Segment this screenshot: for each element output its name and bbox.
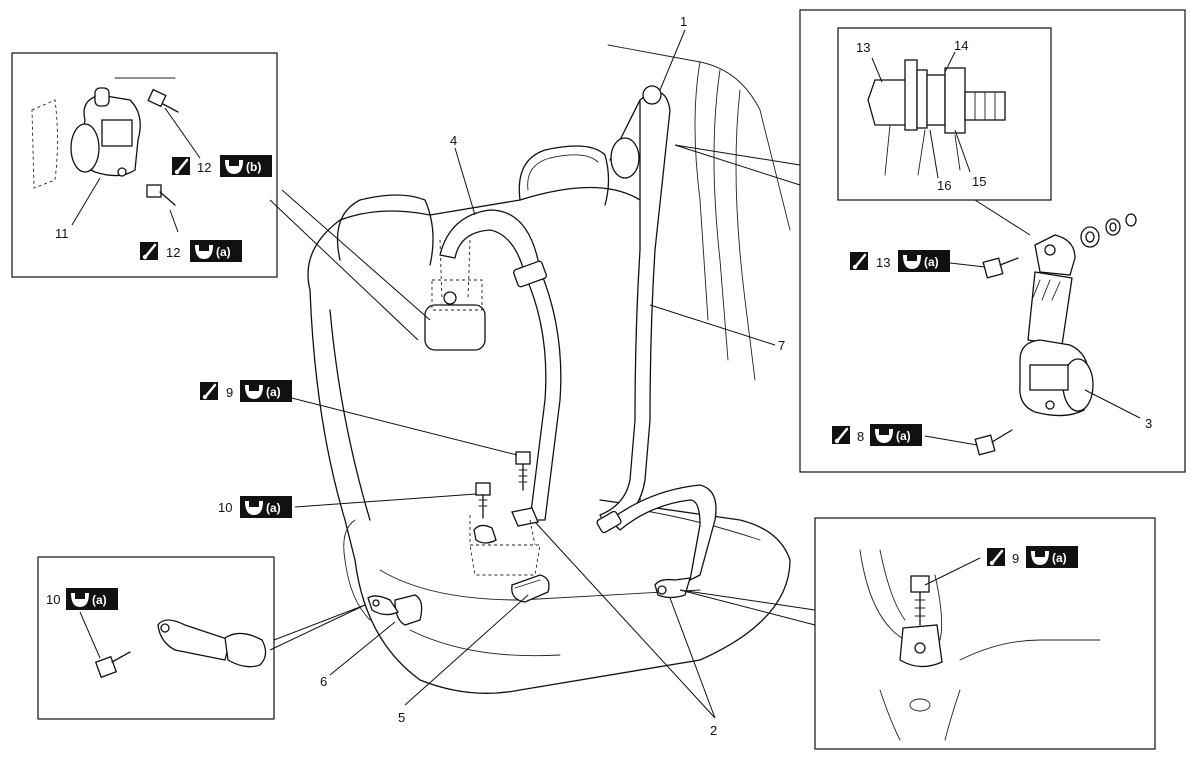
callout-7: 7 <box>778 338 785 353</box>
lap-belt-webbing <box>609 484 717 581</box>
bolt-9-main <box>511 451 539 527</box>
svg-text:13: 13 <box>876 255 890 270</box>
spec-9-a-main: 9 (a) <box>200 380 292 402</box>
callout-11: 11 <box>55 226 69 241</box>
floor-anchor-right <box>654 577 691 599</box>
callout-16: 16 <box>937 178 951 193</box>
buckle-6 <box>367 594 423 626</box>
callout-6: 6 <box>320 674 327 689</box>
callout-2: 2 <box>710 723 717 738</box>
callout-3: 3 <box>1145 416 1152 431</box>
bolt-13 <box>949 257 1019 279</box>
center-retractor <box>424 239 486 351</box>
callout-5: 5 <box>398 710 405 725</box>
inset-buckle-10 <box>37 556 275 720</box>
callout-1: 1 <box>680 14 687 29</box>
washers <box>1080 213 1137 248</box>
bolt-8 <box>924 429 1013 456</box>
svg-text:(a): (a) <box>924 255 939 269</box>
svg-text:12: 12 <box>166 245 180 260</box>
detail-bolt-stack <box>867 59 1006 176</box>
inset-retractor-3 <box>799 9 1186 473</box>
svg-text:(a): (a) <box>92 593 107 607</box>
bolt-12-top <box>147 88 201 159</box>
svg-text:9: 9 <box>226 385 233 400</box>
callouts: 1 4 7 2 5 6 11 3 13 14 15 16 <box>55 14 1152 738</box>
svg-text:(a): (a) <box>266 501 281 515</box>
spec-13-a: 13 (a) <box>850 250 950 272</box>
callout-4: 4 <box>450 133 457 148</box>
svg-text:(a): (a) <box>896 429 911 443</box>
bolt-12-bottom <box>146 184 179 233</box>
spec-10-a-main: 10 (a) <box>218 496 292 518</box>
center-belt-webbing <box>439 209 562 521</box>
bolt-9-inset <box>899 557 981 668</box>
callout-14: 14 <box>954 38 968 53</box>
svg-text:8: 8 <box>857 429 864 444</box>
svg-text:(a): (a) <box>1052 551 1067 565</box>
svg-text:9: 9 <box>1012 551 1019 566</box>
upper-anchor <box>609 85 662 179</box>
retractor-3 <box>1019 234 1094 417</box>
svg-text:(a): (a) <box>216 245 231 259</box>
retractor-11 <box>70 87 141 177</box>
svg-text:10: 10 <box>218 500 232 515</box>
callout-13-upper: 13 <box>856 40 870 55</box>
svg-text:(a): (a) <box>266 385 281 399</box>
bolt-10-inset <box>79 611 131 679</box>
buckle-detail <box>157 619 267 668</box>
spec-8-a: 8 (a) <box>832 424 922 446</box>
buckle-5 <box>511 574 550 603</box>
leader-lines <box>267 29 816 719</box>
svg-text:10: 10 <box>46 592 60 607</box>
svg-text:12: 12 <box>197 160 211 175</box>
callout-15: 15 <box>972 174 986 189</box>
bolt-10-main <box>473 482 497 544</box>
spec-12-b: 12 (b) <box>172 155 272 177</box>
inset-anchor-9 <box>814 517 1156 750</box>
svg-text:(b): (b) <box>246 160 261 174</box>
spec-10-a-inset: 10 (a) <box>46 588 118 610</box>
spec-12-a: 12 (a) <box>140 240 242 262</box>
spec-9-a-inset: 9 (a) <box>987 546 1078 568</box>
